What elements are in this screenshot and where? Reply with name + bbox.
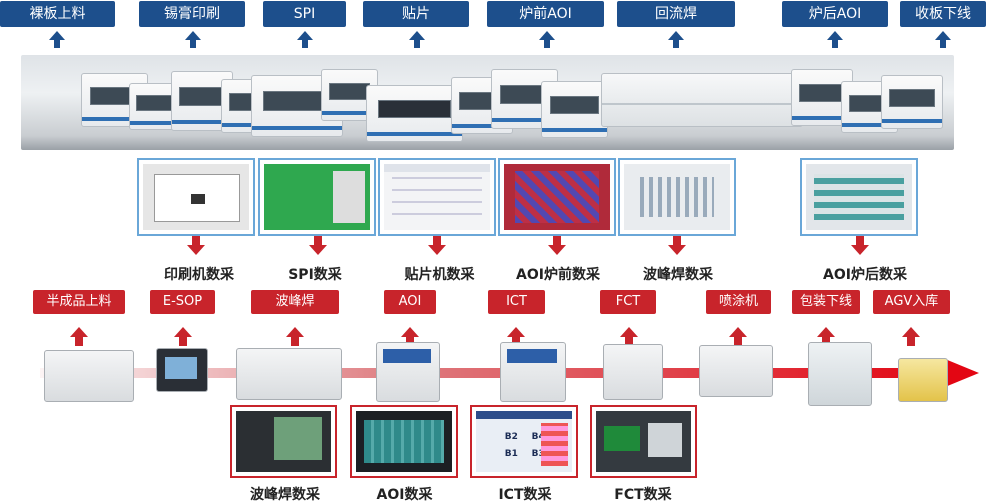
wave-solder-data-screen	[618, 158, 736, 236]
down-arrow-icon	[668, 236, 686, 255]
agv-equipment	[898, 358, 948, 402]
ict-label-b3: B3	[531, 448, 545, 459]
up-arrow-icon	[827, 31, 843, 48]
station-label-pre-reflow-aoi: 炉前AOI	[487, 1, 604, 27]
station-label-coating: 喷涂机	[706, 290, 771, 314]
smt-line-photo	[21, 55, 954, 150]
spi-data-screen	[258, 158, 376, 236]
fct-bottom-screen	[590, 405, 697, 478]
process-flow-line	[40, 368, 950, 378]
up-arrow-icon	[620, 327, 638, 346]
up-arrow-icon	[507, 327, 525, 346]
up-arrow-icon	[174, 327, 192, 346]
caption-post-reflow-aoi-data: AOI炉后数采	[823, 267, 907, 283]
down-arrow-icon	[548, 236, 566, 255]
flow-arrow-head-icon	[945, 359, 979, 387]
ict-bottom-screen: B2 B4 B1 B3	[470, 405, 578, 478]
aoi-equipment	[376, 342, 440, 402]
station-label-wave-solder: 波峰焊	[251, 290, 339, 314]
packing-station	[808, 342, 872, 406]
up-arrow-icon	[286, 327, 304, 346]
ict-label-b2: B2	[504, 432, 518, 443]
station-label-agv-warehouse: AGV入库	[873, 290, 950, 314]
printer-data-screen	[137, 158, 255, 236]
down-arrow-icon	[187, 236, 205, 255]
station-label-solder-paste-print: 锡膏印刷	[139, 1, 245, 27]
loader-equipment	[44, 350, 134, 402]
caption-fct-bottom: FCT数采	[614, 487, 672, 503]
up-arrow-icon	[817, 327, 835, 346]
station-label-fct: FCT	[600, 290, 656, 314]
station-label-aoi: AOI	[384, 290, 436, 314]
up-arrow-icon	[935, 31, 951, 48]
station-label-placement: 贴片	[363, 1, 469, 27]
wave-solder-bottom-screen	[230, 405, 337, 478]
caption-pre-reflow-aoi-data: AOI炉前数采	[516, 267, 600, 283]
up-arrow-icon	[902, 327, 920, 346]
up-arrow-icon	[409, 31, 425, 48]
station-label-spi: SPI	[263, 1, 346, 27]
up-arrow-icon	[49, 31, 65, 48]
e-sop-monitor	[156, 348, 208, 392]
placement-data-screen	[378, 158, 496, 236]
caption-ict-bottom: ICT数采	[498, 487, 552, 503]
up-arrow-icon	[401, 327, 419, 346]
up-arrow-icon	[185, 31, 201, 48]
down-arrow-icon	[851, 236, 869, 255]
station-label-packing-unload: 包装下线	[792, 290, 860, 314]
station-label-reflow: 回流焊	[617, 1, 735, 27]
down-arrow-icon	[428, 236, 446, 255]
caption-wave-solder-data: 波峰焊数采	[643, 267, 713, 283]
station-label-post-reflow-aoi: 炉后AOI	[782, 1, 888, 27]
ict-label-b1: B1	[504, 448, 518, 459]
ict-equipment	[500, 342, 566, 402]
station-label-semi-finished-load: 半成品上料	[33, 290, 125, 314]
down-arrow-icon	[309, 236, 327, 255]
post-reflow-aoi-data-screen	[800, 158, 918, 236]
coating-equipment	[699, 345, 773, 397]
up-arrow-icon	[70, 327, 88, 346]
up-arrow-icon	[539, 31, 555, 48]
caption-wave-solder-bottom: 波峰焊数采	[250, 487, 320, 503]
caption-printer-data: 印刷机数采	[164, 267, 234, 283]
station-label-ict: ICT	[488, 290, 545, 314]
up-arrow-icon	[297, 31, 313, 48]
up-arrow-icon	[668, 31, 684, 48]
caption-placement-data: 贴片机数采	[404, 267, 475, 283]
caption-aoi-bottom: AOI数采	[376, 487, 433, 503]
aoi-bottom-screen	[350, 405, 458, 478]
station-label-bare-board-load: 裸板上料	[0, 1, 115, 27]
pre-reflow-aoi-data-screen	[498, 158, 616, 236]
ict-label-b4: B4	[531, 432, 545, 443]
caption-spi-data: SPI数采	[288, 267, 342, 283]
wave-solder-equipment	[236, 348, 342, 400]
up-arrow-icon	[729, 327, 747, 346]
station-label-board-unload: 收板下线	[900, 1, 986, 27]
fct-equipment	[603, 344, 663, 400]
station-label-e-sop: E-SOP	[150, 290, 215, 314]
